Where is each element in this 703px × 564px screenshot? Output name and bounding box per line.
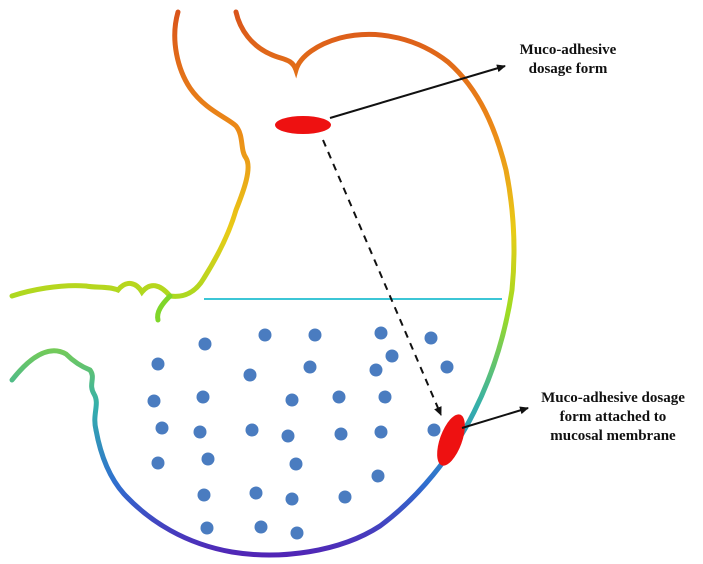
gastric-fluid-particle (148, 395, 161, 408)
arrow-to-top-label (330, 66, 505, 118)
gastric-fluid-particle (375, 327, 388, 340)
gastric-fluid-particle (152, 457, 165, 470)
gastric-fluid-particle (194, 426, 207, 439)
label-muco-adhesive-dosage-form: Muco-adhesive dosage form (498, 41, 638, 79)
angular-notch (158, 296, 170, 320)
gastric-fluid-particle (152, 358, 165, 371)
label-bottom-line-3: mucosal membrane (520, 427, 703, 446)
gastric-fluid-particles (148, 327, 454, 540)
dashed-arrow-attachment-path (323, 140, 441, 415)
label-top-line-2: dosage form (498, 60, 638, 79)
gastric-fluid-particle (372, 470, 385, 483)
attached-dosage-form-oval (431, 411, 470, 469)
gastric-fluid-particle (255, 521, 268, 534)
esophagus-left-wall (12, 12, 248, 296)
gastric-fluid-particle (333, 391, 346, 404)
gastric-fluid-particle (199, 338, 212, 351)
gastric-fluid-particle (441, 361, 454, 374)
gastric-fluid-particle (428, 424, 441, 437)
gastric-fluid-particle (286, 493, 299, 506)
gastric-fluid-particle (290, 458, 303, 471)
gastric-fluid-particle (282, 430, 295, 443)
gastric-fluid-particle (291, 527, 304, 540)
gastric-fluid-particle (309, 329, 322, 342)
gastric-fluid-particle (286, 394, 299, 407)
gastric-fluid-particle (370, 364, 383, 377)
gastric-fluid-particle (246, 424, 259, 437)
gastric-fluid-particle (386, 350, 399, 363)
gastric-fluid-particle (425, 332, 438, 345)
gastric-fluid-particle (156, 422, 169, 435)
gastric-fluid-particle (304, 361, 317, 374)
label-bottom-line-2: form attached to (520, 408, 703, 427)
label-top-line-1: Muco-adhesive (498, 41, 638, 60)
gastric-fluid-particle (375, 426, 388, 439)
stomach-greater-curvature (96, 12, 514, 555)
gastric-fluid-particle (379, 391, 392, 404)
gastric-fluid-particle (250, 487, 263, 500)
gastric-fluid-particle (201, 522, 214, 535)
gastric-fluid-particle (244, 369, 257, 382)
gastric-fluid-particle (259, 329, 272, 342)
label-bottom-line-1: Muco-adhesive dosage (520, 389, 703, 408)
gastric-fluid-particle (197, 391, 210, 404)
dosage-form-oval (275, 116, 331, 134)
gastric-fluid-particle (198, 489, 211, 502)
gastric-fluid-particle (335, 428, 348, 441)
gastric-fluid-particle (339, 491, 352, 504)
pylorus-contour (12, 351, 96, 430)
label-attached-dosage-form: Muco-adhesive dosage form attached to mu… (520, 389, 703, 446)
gastric-fluid-particle (202, 453, 215, 466)
